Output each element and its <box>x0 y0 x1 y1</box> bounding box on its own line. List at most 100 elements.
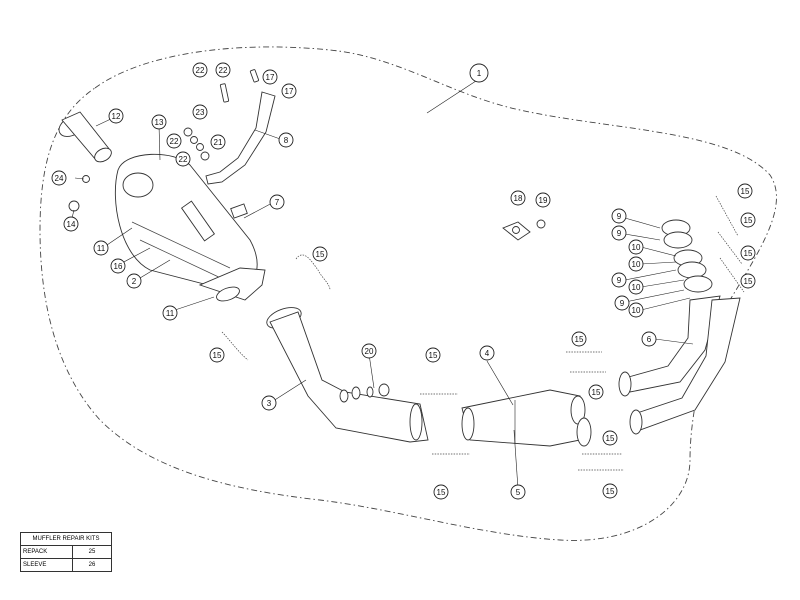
callout-number: 7 <box>275 198 280 207</box>
callout-number: 15 <box>575 335 584 344</box>
callout-circle <box>602 483 618 499</box>
callout-number: 21 <box>214 138 223 147</box>
callout-1: 1 <box>469 63 489 83</box>
callout-layer: 1234567899991010101011111213141515151515… <box>51 62 756 500</box>
callout-15: 15 <box>588 384 604 400</box>
callout-15: 15 <box>433 484 449 500</box>
callout-number: 10 <box>632 283 641 292</box>
callout-15: 15 <box>209 347 225 363</box>
callout-number: 15 <box>213 351 222 360</box>
callout-number: 4 <box>485 349 490 358</box>
callout-number: 15 <box>606 487 615 496</box>
callout-circle <box>510 190 526 206</box>
callout-11: 11 <box>93 240 109 256</box>
callout-number: 8 <box>284 136 289 145</box>
callout-number: 18 <box>514 194 523 203</box>
callout-9: 9 <box>611 208 627 224</box>
callout-12: 12 <box>108 108 124 124</box>
callout-22: 22 <box>192 62 208 78</box>
callout-circle <box>433 484 449 500</box>
callout-22: 22 <box>175 151 191 167</box>
callout-circle <box>162 305 178 321</box>
callout-22: 22 <box>215 62 231 78</box>
callout-18: 18 <box>510 190 526 206</box>
callout-10: 10 <box>628 239 644 255</box>
callout-number: 13 <box>155 118 164 127</box>
bracket-hardware <box>68 69 260 212</box>
callout-7: 7 <box>269 194 285 210</box>
callout-number: 5 <box>516 488 521 497</box>
flange-part <box>502 219 546 241</box>
callout-circle <box>312 246 328 262</box>
callout-number: 11 <box>166 309 175 318</box>
callout-number: 15 <box>606 434 615 443</box>
callout-number: 15 <box>744 216 753 225</box>
callout-circle <box>571 331 587 347</box>
callout-16: 16 <box>110 258 126 274</box>
callout-circle <box>126 273 142 289</box>
leader-lines <box>70 78 694 490</box>
kit-code: 25 <box>72 545 112 559</box>
callout-number: 22 <box>170 137 179 146</box>
callout-number: 10 <box>632 306 641 315</box>
callout-15: 15 <box>571 331 587 347</box>
callout-circle <box>278 132 294 148</box>
callout-2: 2 <box>126 273 142 289</box>
assembly-boundary <box>39 46 777 541</box>
callout-circle <box>51 170 67 186</box>
callout-number: 9 <box>617 212 622 221</box>
callout-circle <box>469 63 489 83</box>
callout-circle <box>175 151 191 167</box>
callout-number: 9 <box>620 299 625 308</box>
link-pipe-part <box>266 307 429 443</box>
kits-table-title: MUFFLER REPAIR KITS <box>20 532 112 546</box>
callout-circle <box>611 225 627 241</box>
kits-table-row: REPACK 25 <box>20 545 112 559</box>
callout-3: 3 <box>261 395 277 411</box>
callout-circle <box>740 273 756 289</box>
callout-15: 15 <box>740 245 756 261</box>
callout-circle <box>209 347 225 363</box>
clamp-part <box>339 383 390 403</box>
callout-circle <box>740 245 756 261</box>
spring-k <box>719 257 745 293</box>
callout-circle <box>628 256 644 272</box>
callout-number: 12 <box>112 112 121 121</box>
kits-table-row: SLEEVE 26 <box>20 558 112 572</box>
callout-circle <box>614 295 630 311</box>
spring-a <box>295 254 331 291</box>
springs <box>221 195 745 471</box>
callout-4: 4 <box>479 345 495 361</box>
callout-number: 24 <box>55 174 64 183</box>
callout-15: 15 <box>602 430 618 446</box>
spring-b <box>221 331 249 361</box>
callout-circle <box>740 212 756 228</box>
callout-number: 15 <box>741 187 750 196</box>
callout-circle <box>210 134 226 150</box>
callout-number: 14 <box>67 220 76 229</box>
callout-circle <box>611 272 627 288</box>
callout-number: 6 <box>647 335 652 344</box>
callout-8: 8 <box>278 132 294 148</box>
callout-number: 15 <box>744 249 753 258</box>
callout-number: 22 <box>196 66 205 75</box>
callout-number: 15 <box>316 250 325 259</box>
kit-code: 26 <box>72 558 112 572</box>
callout-number: 15 <box>429 351 438 360</box>
callout-circle <box>269 194 285 210</box>
callout-number: 15 <box>437 488 446 497</box>
callout-circle <box>628 302 644 318</box>
callout-circle <box>166 133 182 149</box>
callout-circle <box>215 62 231 78</box>
callout-14: 14 <box>63 216 79 232</box>
spring-j <box>717 231 743 265</box>
callout-9: 9 <box>614 295 630 311</box>
callout-15: 15 <box>740 212 756 228</box>
callout-17: 17 <box>262 69 278 85</box>
callout-circle <box>63 216 79 232</box>
callout-number: 10 <box>632 243 641 252</box>
callout-22: 22 <box>166 133 182 149</box>
callout-number: 22 <box>219 66 228 75</box>
callout-circle <box>479 345 495 361</box>
